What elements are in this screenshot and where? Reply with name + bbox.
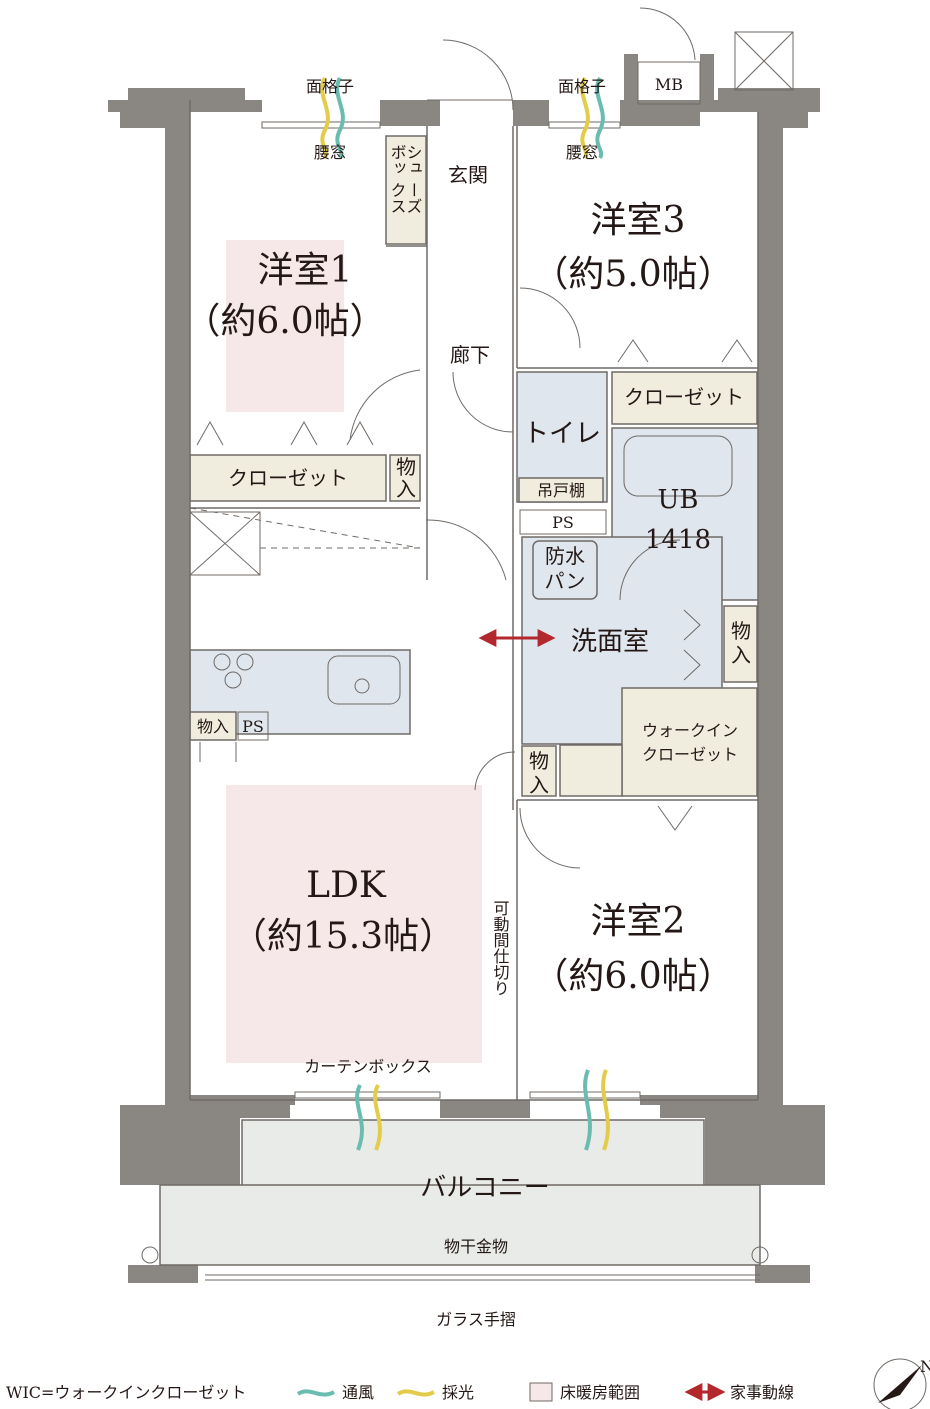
window-room1 [261, 121, 381, 129]
hallway-label: 廊下 [450, 343, 490, 367]
movable-partition-label: 可動間仕切り [491, 900, 510, 996]
balcony-deck [159, 1184, 761, 1266]
legend: WIC=ウォークインクローゼット 通風 採光 床暖房範囲 家事動線 [6, 1382, 794, 1402]
ps-kitchen [237, 711, 269, 741]
ventilation-legend-icon [296, 1389, 335, 1397]
storage-washroom [723, 605, 758, 683]
compass-north-label: N [920, 1357, 930, 1376]
hardware-icon-right [751, 1246, 769, 1264]
ps-bath-label: PS [552, 513, 574, 532]
waist-window-label-2: 腰窓 [566, 143, 598, 162]
storage-room1-line1: 物 [396, 455, 416, 479]
room1-name: 洋室1 [258, 250, 353, 291]
legend-floor-heating: 床暖房範囲 [560, 1383, 640, 1402]
wic-line1: ウォークイン [642, 721, 738, 740]
balcony-floor [241, 1119, 705, 1191]
storage-hall [521, 745, 557, 797]
shoes-box [385, 135, 427, 245]
ps-bath [519, 509, 607, 535]
window-ldk [294, 1091, 441, 1099]
balcony-label: バルコニー [420, 1173, 549, 1203]
toilet-shelf [518, 477, 604, 503]
lattice-label-1: 面格子 [306, 77, 354, 96]
storage-washroom-line2: 入 [731, 643, 751, 667]
entrance-label: 玄関 [448, 163, 488, 187]
walls [108, 54, 825, 1283]
closet-room1-label: クローゼット [228, 466, 348, 490]
ventilation-wave-icons [320, 76, 610, 1151]
storage-hall-line1: 物 [529, 749, 549, 773]
floor-heating-room1 [226, 240, 344, 412]
room2-name: 洋室2 [591, 901, 686, 942]
svg-text:ーズ: ーズ [404, 182, 423, 214]
ps-kitchen-label: PS [242, 717, 264, 736]
lighting-legend-icon [396, 1389, 435, 1397]
shoes-box-label: ボッ シュ クス ーズ [388, 144, 423, 214]
waterproof-pan-line2: パン [545, 569, 586, 593]
room1-size: （約6.0帖） [184, 301, 385, 342]
closet-room1 [189, 454, 387, 502]
legend-wic: WIC=ウォークインクローゼット [6, 1383, 246, 1402]
room3-size: （約5.0帖） [532, 254, 733, 295]
floor-heating-ldk [226, 785, 482, 1063]
ldk-size: （約15.3帖） [231, 916, 455, 957]
waterproof-pan-line1: 防水 [545, 544, 585, 568]
room3-name: 洋室3 [591, 200, 686, 241]
toilet-label: トイレ [523, 419, 601, 449]
svg-text:ボッ: ボッ [388, 144, 407, 176]
svg-text:クス: クス [388, 182, 407, 214]
hardware-icon-left [141, 1246, 159, 1264]
closet-room3-label: クローゼット [624, 385, 744, 409]
washroom-label: 洗面室 [571, 627, 649, 657]
laundry-hardware-label: 物干金物 [444, 1237, 508, 1256]
waterproof-pan [532, 540, 598, 600]
legend-chore-route: 家事動線 [730, 1383, 794, 1402]
waist-window-label-1: 腰窓 [314, 143, 346, 162]
storage-kitchen-label: 物入 [197, 717, 229, 736]
storage-washroom-line1: 物 [731, 619, 751, 643]
lattice-label-2: 面格子 [558, 77, 606, 96]
compass-icon: N [873, 1357, 930, 1409]
storage-hall-line2: 入 [529, 773, 549, 797]
legend-lighting: 採光 [442, 1383, 474, 1402]
curtain-box-label: カーテンボックス [304, 1057, 432, 1076]
storage-kitchen [189, 711, 237, 741]
room2-size: （約6.0帖） [532, 956, 733, 997]
storage-room1-line2: 入 [396, 477, 416, 501]
storage-room1 [389, 454, 421, 502]
floor-heating-legend-icon [529, 1382, 553, 1402]
walk-in-closet-ext [559, 744, 623, 797]
closet-room3 [611, 371, 758, 425]
bath-size: 1418 [645, 525, 711, 555]
legend-ventilation: 通風 [342, 1383, 374, 1402]
mb-label: MB [655, 75, 683, 94]
wic-line2: クローゼット [642, 745, 738, 764]
svg-text:シュ: シュ [404, 144, 423, 176]
walk-in-closet [621, 687, 758, 797]
bath-name: UB [657, 485, 698, 515]
interior-lines [189, 7, 794, 1101]
toilet-shelf-label: 吊戸棚 [537, 481, 585, 500]
ldk-name: LDK [306, 865, 387, 906]
glass-railing-label: ガラス手摺 [436, 1310, 516, 1329]
